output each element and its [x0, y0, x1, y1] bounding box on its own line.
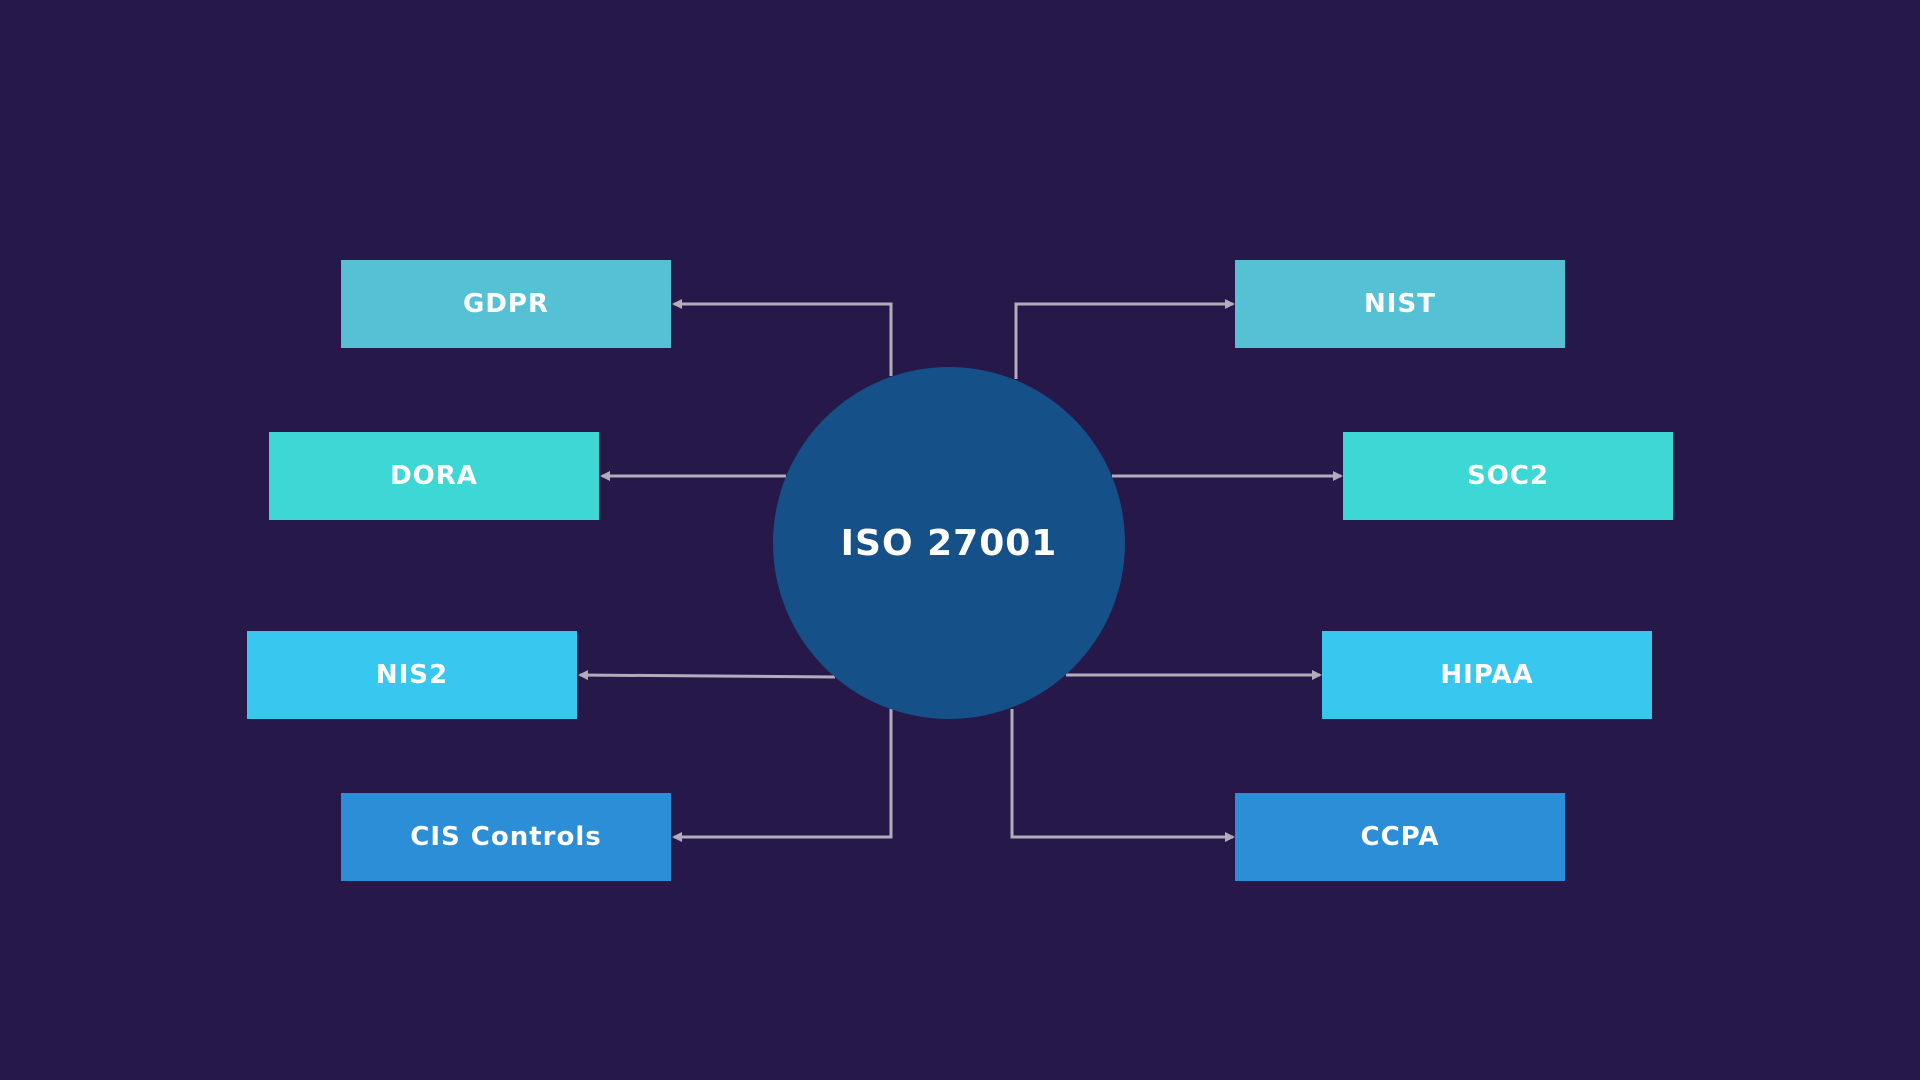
- node-gdpr: GDPR: [341, 260, 671, 348]
- connector-gdpr: [672, 299, 893, 376]
- hub-label: ISO 27001: [840, 522, 1058, 564]
- node-cis-controls: CIS Controls: [341, 793, 671, 881]
- connector-nist: [1014, 299, 1235, 379]
- node-cis-controls-label: CIS Controls: [410, 822, 602, 852]
- node-nis2-label: NIS2: [375, 660, 449, 690]
- node-soc2-label: SOC2: [1467, 461, 1549, 491]
- connector-cis: [672, 709, 893, 842]
- node-nist: NIST: [1235, 260, 1565, 348]
- connector-ccpa: [1010, 709, 1235, 842]
- node-dora-label: DORA: [390, 461, 478, 491]
- node-dora: DORA: [269, 432, 599, 520]
- node-nist-label: NIST: [1364, 289, 1436, 319]
- node-ccpa-label: CCPA: [1360, 822, 1440, 852]
- node-soc2: SOC2: [1343, 432, 1673, 520]
- node-hipaa: HIPAA: [1322, 631, 1652, 719]
- node-ccpa: CCPA: [1235, 793, 1565, 881]
- connector-nis2: [578, 670, 836, 681]
- node-nis2: NIS2: [247, 631, 577, 719]
- node-gdpr-label: GDPR: [463, 289, 549, 319]
- node-hipaa-label: HIPAA: [1440, 660, 1534, 690]
- hub-iso-27001: ISO 27001: [773, 367, 1125, 719]
